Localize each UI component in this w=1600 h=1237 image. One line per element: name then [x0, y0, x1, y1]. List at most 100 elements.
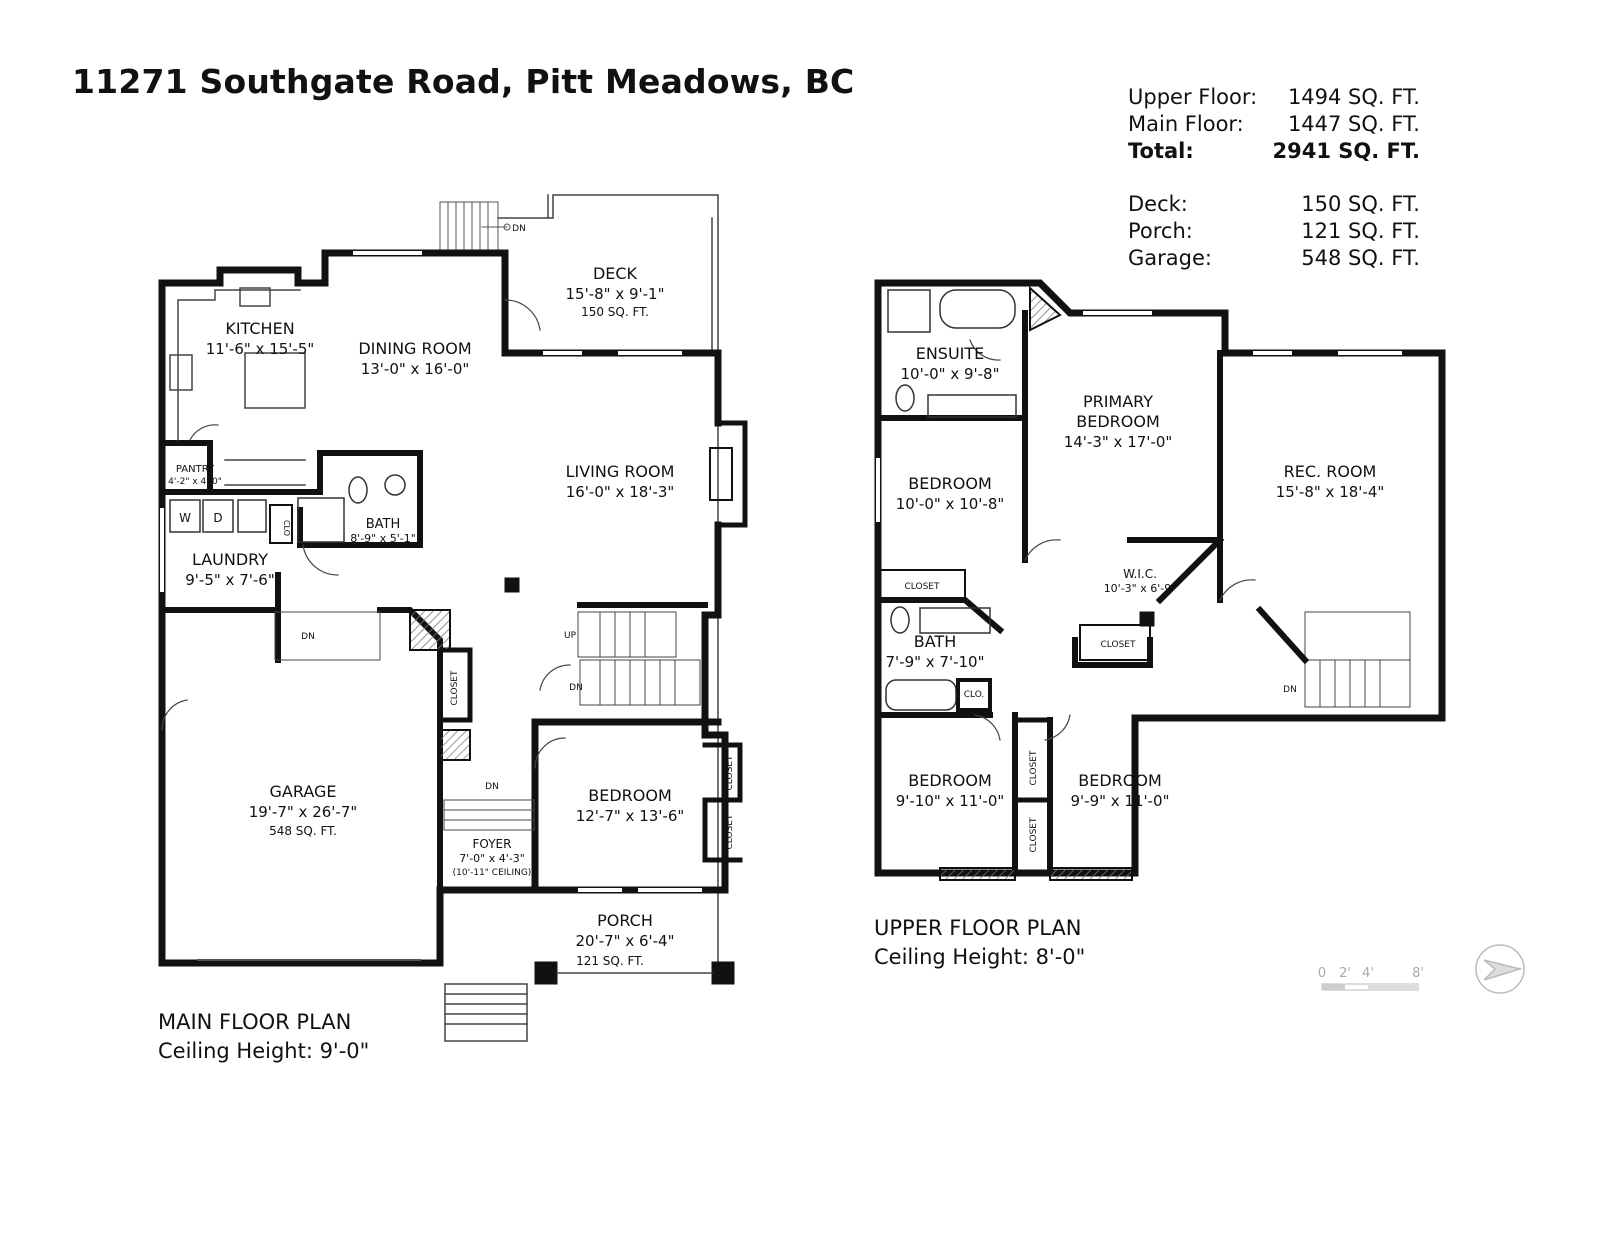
bath-fixtures	[297, 474, 406, 543]
room-name: PRIMARY	[1083, 392, 1153, 411]
area-label: Porch:	[1128, 219, 1193, 243]
room-dims: 19'-7" x 26'-7"	[249, 803, 358, 821]
garage-area-row: Garage: 548 SQ. FT.	[1128, 245, 1420, 272]
stair-direction: DN	[512, 224, 526, 234]
upper-floor-plan	[874, 279, 1446, 881]
room-dims: 9'-5" x 7'-6"	[185, 571, 274, 589]
column	[1139, 611, 1155, 627]
scale-tick-label: 8'	[1412, 966, 1424, 981]
area-label: Deck:	[1128, 192, 1188, 216]
room-name: PANTRY	[176, 464, 215, 475]
area-value: 548 SQ. FT.	[1301, 246, 1420, 270]
closet-mark: CLOSET	[450, 670, 460, 705]
upper-outer-walls	[874, 279, 1446, 877]
room-dims: 8'-9" x 5'-1"	[350, 532, 416, 545]
closet-mark: CLOSET	[1029, 817, 1039, 852]
room-name: KITCHEN	[225, 319, 294, 338]
deck-stairs	[439, 201, 511, 253]
room-name: FOYER	[473, 837, 512, 851]
room-dims: 10'-3" x 6'-9"	[1104, 582, 1177, 595]
room-name: BEDROOM	[908, 474, 992, 493]
room-dims: 16'-0" x 18'-3"	[566, 483, 675, 501]
column	[534, 961, 558, 985]
closet-mark: CLOSET	[725, 755, 735, 790]
plan-title: 11271 Southgate Road, Pitt Meadows, BC	[72, 62, 855, 101]
washer-mark: W	[179, 511, 191, 525]
room-dims: 15'-8" x 18'-4"	[1276, 483, 1385, 501]
area-value: 150 SQ. FT.	[1301, 192, 1420, 216]
room-dims: 7'-9" x 7'-10"	[885, 653, 984, 671]
scale-tick-label: 2'	[1339, 966, 1351, 981]
closet-mark: CLOSET	[1029, 750, 1039, 785]
closet-mark: CLOSET	[905, 582, 940, 592]
room-name: GARAGE	[270, 782, 337, 801]
room-name: DINING ROOM	[358, 339, 471, 358]
room-area: 548 SQ. FT.	[269, 824, 337, 838]
stair-direction: DN	[485, 782, 499, 792]
area-label: Garage:	[1128, 246, 1212, 270]
area-label: Main Floor:	[1128, 112, 1244, 136]
upper-stairs	[1304, 611, 1411, 708]
room-dims: 10'-0" x 9'-8"	[900, 365, 999, 383]
upper-floor-labels: ENSUITE 10'-0" x 9'-8" PRIMARY BEDROOM 1…	[885, 344, 1384, 852]
deck-outline	[497, 194, 719, 966]
room-dims: 15'-8" x 9'-1"	[565, 285, 664, 303]
main-windows	[160, 251, 702, 892]
porch-outline	[444, 972, 713, 1042]
room-dims: 11'-6" x 15'-5"	[206, 340, 315, 358]
floor-caption-ceiling: Ceiling Height: 8'-0"	[874, 945, 1086, 969]
upper-door-swings	[969, 339, 1256, 741]
room-name: W.I.C.	[1123, 567, 1157, 581]
closet-mark: CLOSET	[725, 814, 735, 849]
room-note: (10'-11" CEILING)	[453, 868, 532, 878]
area-value: 121 SQ. FT.	[1301, 219, 1420, 243]
room-dims: 10'-0" x 10'-8"	[896, 495, 1005, 513]
room-dims: 9'-10" x 11'-0"	[896, 792, 1005, 810]
scale-tick-label: 4'	[1362, 966, 1374, 981]
main-closets	[269, 504, 743, 863]
upper-floor-caption: UPPER FLOOR PLAN Ceiling Height: 8'-0"	[874, 914, 1085, 972]
room-area: 150 SQ. FT.	[581, 305, 649, 319]
area-value: 2941 SQ. FT.	[1272, 139, 1420, 163]
room-name: ENSUITE	[916, 344, 985, 363]
room-name: BATH	[366, 517, 401, 532]
upper-interior-walls	[875, 310, 1223, 876]
closet-mark: CLO	[282, 520, 291, 536]
angled-wall	[1155, 535, 1225, 605]
main-floor-labels: KITCHEN 11'-6" x 15'-5" DINING ROOM 13'-…	[168, 224, 735, 968]
floor-caption-ceiling: Ceiling Height: 9'-0"	[158, 1039, 370, 1063]
scale-bar: 0 2' 4' 8'	[1318, 966, 1424, 991]
room-name: REC. ROOM	[1284, 462, 1377, 481]
stair-direction: UP	[564, 631, 577, 641]
north-arrow-icon	[1475, 944, 1525, 994]
angled-wall	[1255, 605, 1310, 665]
dryer-mark: D	[213, 511, 222, 525]
area-label: Upper Floor:	[1128, 85, 1258, 109]
hatched-wall-section	[1029, 285, 1062, 332]
area-summary: Upper Floor:1494 SQ. FT. Main Floor:1447…	[1128, 84, 1420, 272]
column	[711, 961, 735, 985]
room-name: DECK	[593, 264, 638, 283]
stair-direction: DN	[301, 632, 315, 642]
area-label: Total:	[1128, 139, 1194, 163]
closet-mark: CLOSET	[1101, 640, 1136, 650]
main-floor-area-row: Main Floor:1447 SQ. FT.	[1128, 111, 1420, 138]
room-name: LIVING ROOM	[566, 462, 675, 481]
room-name: BEDROOM	[908, 771, 992, 790]
hatched-wall-section	[409, 609, 451, 651]
room-dims: 14'-3" x 17'-0"	[1064, 433, 1173, 451]
room-name: BEDROOM	[1078, 771, 1162, 790]
hatched-wall-section	[939, 867, 1016, 881]
room-area: 121 SQ. FT.	[576, 954, 644, 968]
upper-closets	[879, 569, 1151, 803]
kitchen-fixtures	[169, 287, 306, 486]
upper-floor-area-row: Upper Floor:1494 SQ. FT.	[1128, 84, 1420, 111]
hatched-wall-section	[1049, 867, 1133, 881]
stair-direction: DN	[569, 683, 583, 693]
floor-caption-title: MAIN FLOOR PLAN	[158, 1010, 352, 1034]
floor-caption-title: UPPER FLOOR PLAN	[874, 916, 1082, 940]
closet-mark: CLO.	[964, 690, 985, 700]
stair-direction: DN	[1283, 685, 1297, 695]
room-dims: 12'-7" x 13'-6"	[576, 807, 685, 825]
